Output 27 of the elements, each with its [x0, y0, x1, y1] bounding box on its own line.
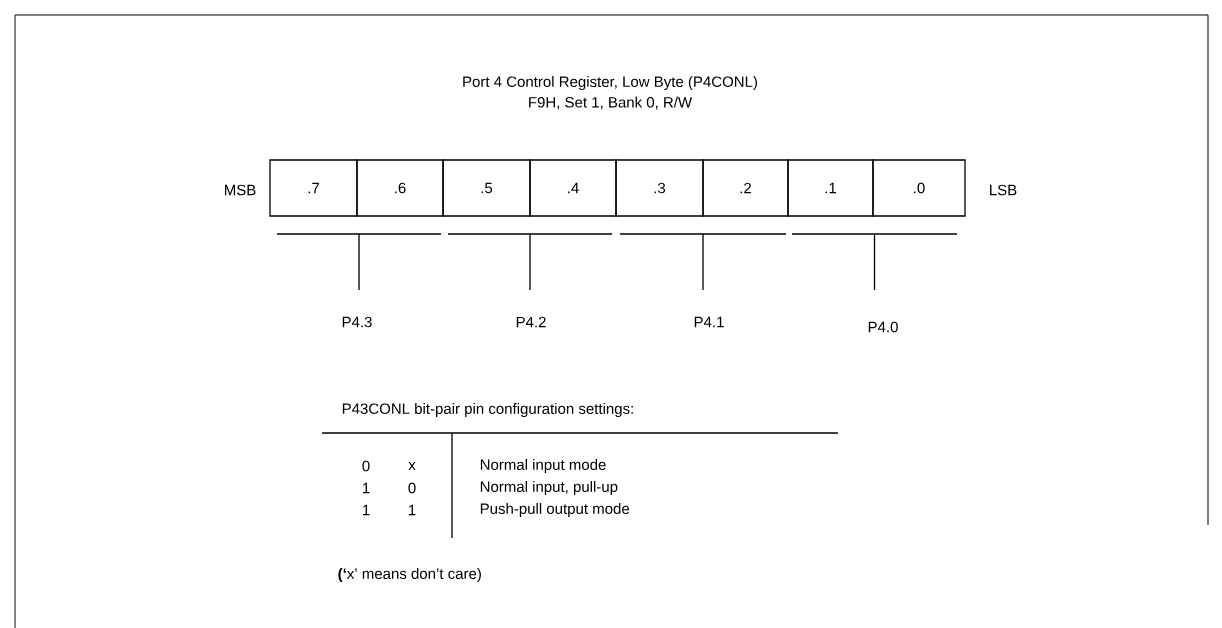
note: (‘x’ means don’t care) [338, 568, 481, 582]
table-cell: 1 [363, 504, 370, 516]
table-cell: 1 [363, 482, 370, 494]
bit-cell: .2 [702, 159, 789, 217]
field-label: P4.2 [516, 316, 546, 328]
bit-cell: .1 [787, 159, 874, 217]
table-cell: Normal input mode [480, 459, 606, 473]
bit-cell: .6 [356, 159, 444, 217]
table-cell: 1 [409, 504, 416, 516]
table-cell: 0 [408, 482, 416, 494]
table-cell: x [408, 462, 416, 470]
bit-cell: .3 [615, 159, 704, 217]
field-label: P4.1 [694, 316, 724, 328]
bit-cell: .4 [529, 159, 617, 217]
table-cell: Push-pull output mode [480, 503, 630, 517]
bit-cell: .7 [269, 159, 358, 217]
lsb-label: LSB [990, 184, 1017, 196]
msb-label: MSB [225, 184, 256, 196]
bit-cell: .5 [442, 159, 531, 217]
bit-cell: .0 [872, 159, 966, 217]
field-label: P4.3 [342, 316, 372, 328]
subtitle: F9H, Set 1, Bank 0, R/W [529, 96, 693, 110]
table-cell: 0 [362, 460, 370, 472]
field-label: P4.0 [868, 321, 898, 333]
title: Port 4 Control Register, Low Byte (P4CONL) [463, 76, 757, 90]
table-cell: Normal input, pull-up [480, 481, 618, 495]
table-heading: P43CONL bit-pair pin configuration settings: [342, 403, 633, 417]
